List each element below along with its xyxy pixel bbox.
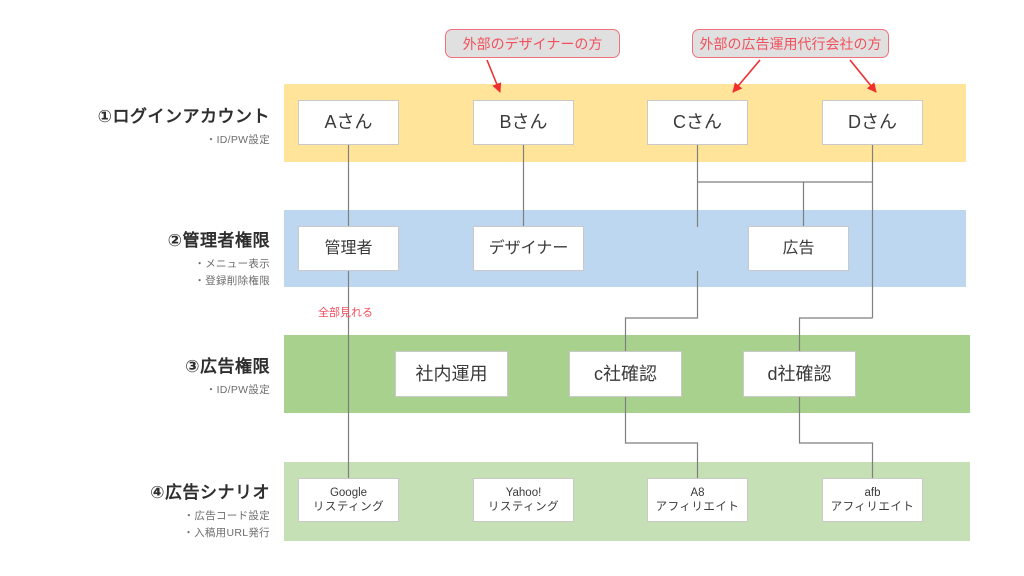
row-subtitle-line: ・登録削除権限: [194, 274, 270, 287]
row-subtitle-line: ・ID/PW設定: [205, 134, 270, 146]
scenario-line-2: アフィリエイト: [655, 501, 740, 513]
row-title: ④広告シナリオ: [150, 483, 270, 502]
node-role-advertising[interactable]: 広告: [748, 226, 849, 271]
node-scenario-a8-affiliate[interactable]: A8 アフィリエイト: [647, 478, 748, 522]
row-subtitle-line: ・ID/PW設定: [205, 384, 270, 396]
scenario-line-1: Google: [329, 486, 368, 499]
row-label-ad-permission: ③広告権限 ・ID/PW設定: [20, 352, 270, 399]
node-account-b[interactable]: Bさん: [473, 100, 574, 145]
scenario-line-1: afb: [864, 486, 881, 499]
row-title: ③広告権限: [185, 357, 270, 376]
row-subtitle: ・メニュー表示 ・登録削除権限: [20, 256, 270, 290]
node-adperm-company-d[interactable]: d社確認: [743, 351, 856, 397]
row-label-login-account: ①ログインアカウント ・ID/PW設定: [20, 102, 270, 149]
row-title: ②管理者権限: [167, 231, 270, 250]
row-title: ①ログインアカウント: [97, 107, 270, 126]
row-subtitle-line: ・入稿用URL発行: [183, 526, 270, 539]
scenario-line-2: リスティング: [487, 501, 560, 513]
node-account-d[interactable]: Dさん: [822, 100, 923, 145]
callout-text: 外部の広告運用代行会社の方: [699, 35, 882, 52]
scenario-line-1: Yahoo!: [505, 486, 542, 499]
scenario-line-1: A8: [690, 486, 705, 499]
node-account-a[interactable]: Aさん: [298, 100, 399, 145]
note-see-everything: 全部見れる: [318, 307, 373, 319]
node-adperm-company-c[interactable]: c社確認: [569, 351, 682, 397]
row-subtitle: ・広告コード設定 ・入稿用URL発行: [20, 508, 270, 542]
node-role-administrator[interactable]: 管理者: [298, 226, 399, 271]
node-scenario-afb-affiliate[interactable]: afb アフィリエイト: [822, 478, 923, 522]
row-label-ad-scenario: ④広告シナリオ ・広告コード設定 ・入稿用URL発行: [20, 478, 270, 542]
row-label-admin-permission: ②管理者権限 ・メニュー表示 ・登録削除権限: [20, 226, 270, 290]
row-subtitle: ・ID/PW設定: [20, 382, 270, 399]
callout-external-ad-agency: 外部の広告運用代行会社の方: [692, 29, 889, 58]
scenario-line-2: リスティング: [312, 501, 385, 513]
callout-external-designer: 外部のデザイナーの方: [445, 29, 620, 58]
node-role-designer[interactable]: デザイナー: [473, 226, 584, 271]
row-subtitle-line: ・広告コード設定: [183, 510, 270, 522]
node-scenario-yahoo-listing[interactable]: Yahoo! リスティング: [473, 478, 574, 522]
node-scenario-google-listing[interactable]: Google リスティング: [298, 478, 399, 522]
node-account-c[interactable]: Cさん: [647, 100, 748, 145]
row-subtitle-line: ・メニュー表示: [194, 258, 270, 270]
scenario-line-2: アフィリエイト: [830, 501, 915, 513]
node-adperm-inhouse[interactable]: 社内運用: [395, 351, 508, 397]
row-subtitle: ・ID/PW設定: [20, 132, 270, 149]
callout-text: 外部のデザイナーの方: [462, 35, 603, 52]
